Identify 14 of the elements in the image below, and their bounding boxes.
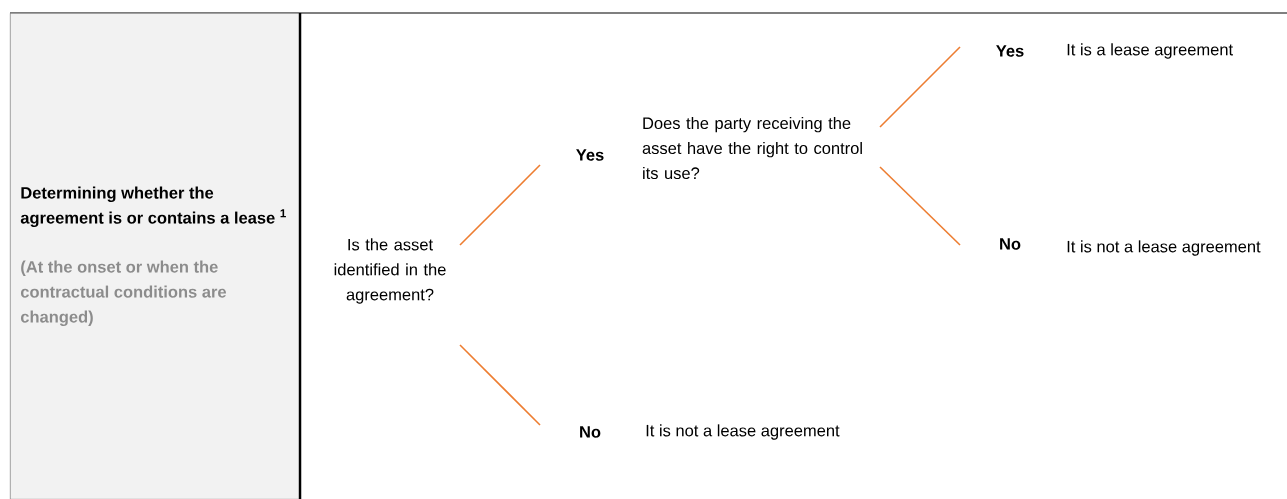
- connector-line: [879, 46, 961, 128]
- connector-line: [459, 164, 541, 246]
- category-panel: Determining whether the agreement is or contains a lease $^{1}$ (At the onset or when the contractual conditions are changed): [10, 13, 301, 499]
- answer-label: Yes: [576, 149, 604, 161]
- question-text: Is the asset identified in the agreement?: [334, 238, 446, 304]
- connector-line: [879, 166, 961, 246]
- connector-line: [459, 344, 541, 426]
- answer-label: Yes: [996, 45, 1024, 57]
- outcome-text: It is not a lease agreement: [1067, 240, 1261, 256]
- answer-label: No: [580, 426, 601, 438]
- outcome-text: It is a lease agreement: [1067, 43, 1233, 59]
- outcome-text: It is not a lease agreement: [646, 424, 840, 440]
- question-text: Does the party receiving the asset have the right to control its use?: [642, 116, 862, 180]
- answer-label: No: [1000, 238, 1021, 250]
